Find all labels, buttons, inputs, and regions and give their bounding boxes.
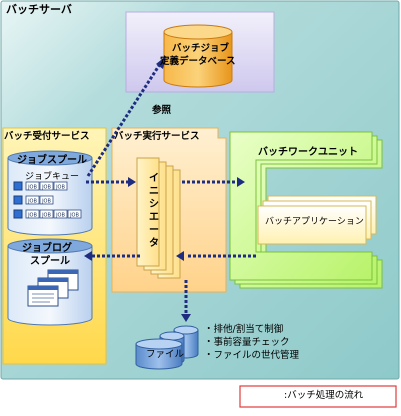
queued-job: [53, 209, 68, 219]
log-spool-title-line1: ジョブログ: [22, 243, 72, 254]
work-unit-stack: [229, 131, 383, 289]
flow-arrows: [86, 63, 274, 398]
file-cylinders: [135, 325, 199, 370]
queued-job-label: JOB: [27, 199, 37, 205]
queued-job: [39, 209, 54, 219]
queued-job: [53, 181, 68, 191]
database-cylinder: [163, 24, 233, 88]
queue-marker-icon: [13, 209, 23, 219]
legend-label: :バッチ処理の流れ: [284, 390, 364, 401]
log-documents-icon: [27, 269, 79, 307]
database-label-line2: 定義データベース: [160, 56, 236, 67]
queued-job: [39, 195, 54, 205]
file-note-3: ・ファイルの世代管理: [204, 350, 300, 361]
queued-job: [25, 209, 40, 219]
database-label-line1: バッチジョブ: [172, 43, 230, 54]
reference-label: 参照: [152, 105, 172, 116]
flow-reference-arrow: [86, 63, 162, 177]
file-label: ファイル: [146, 349, 185, 360]
job-queue-label: ジョブキュー: [25, 172, 80, 182]
queued-job-label: JOB: [41, 199, 51, 205]
application-stack: [257, 195, 377, 245]
queued-job: [67, 209, 82, 219]
server-title: バッチサーバ: [6, 3, 72, 16]
application-label: バッチアプリケーション: [265, 217, 364, 227]
initiator-label: イニシエータ: [149, 173, 159, 249]
queued-job-label: JOB: [41, 213, 51, 219]
initiator-stack: [136, 157, 181, 279]
queued-job: [25, 181, 40, 191]
queued-job-label: JOB: [55, 185, 65, 191]
queue-marker-icon: [13, 181, 23, 191]
log-spool-title-line2: スプール: [30, 256, 70, 267]
exec-service-title: バッチ実行サービス: [114, 131, 200, 142]
queued-job-label: JOB: [55, 213, 65, 219]
file-note-1: ・排他/割当て制御: [204, 324, 284, 335]
queued-job-label: JOB: [27, 185, 37, 191]
queue-marker-icon: [13, 195, 23, 205]
job-spool-title: ジョブスプール: [17, 155, 87, 166]
job-queue: JOB JOB JOB JOB JOB JOB JOB JOB JOB: [13, 181, 82, 219]
queued-job-label: JOB: [27, 213, 37, 219]
queued-job-label: JOB: [69, 213, 79, 219]
work-unit-title: バッチワークユニット: [258, 147, 358, 158]
queued-job: [39, 181, 54, 191]
queued-job: [25, 195, 40, 205]
legend-box: [239, 385, 397, 408]
accept-service-title: バッチ受付サービス: [4, 131, 90, 142]
queued-job-label: JOB: [41, 185, 51, 191]
file-note-2: ・事前容量チェック: [204, 337, 290, 348]
